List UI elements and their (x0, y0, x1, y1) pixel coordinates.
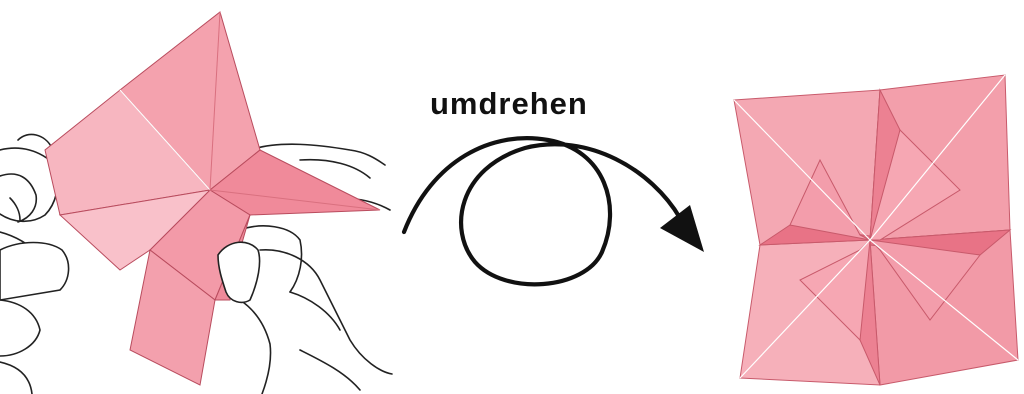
flip-arrow (404, 138, 704, 284)
arrow-icon (660, 205, 704, 252)
arrow-loop (404, 138, 680, 284)
instruction-label: umdrehen (430, 86, 640, 122)
paper-fortune-teller-front (45, 12, 380, 385)
left-figure (0, 12, 392, 394)
paper-fortune-teller-back (734, 75, 1018, 385)
